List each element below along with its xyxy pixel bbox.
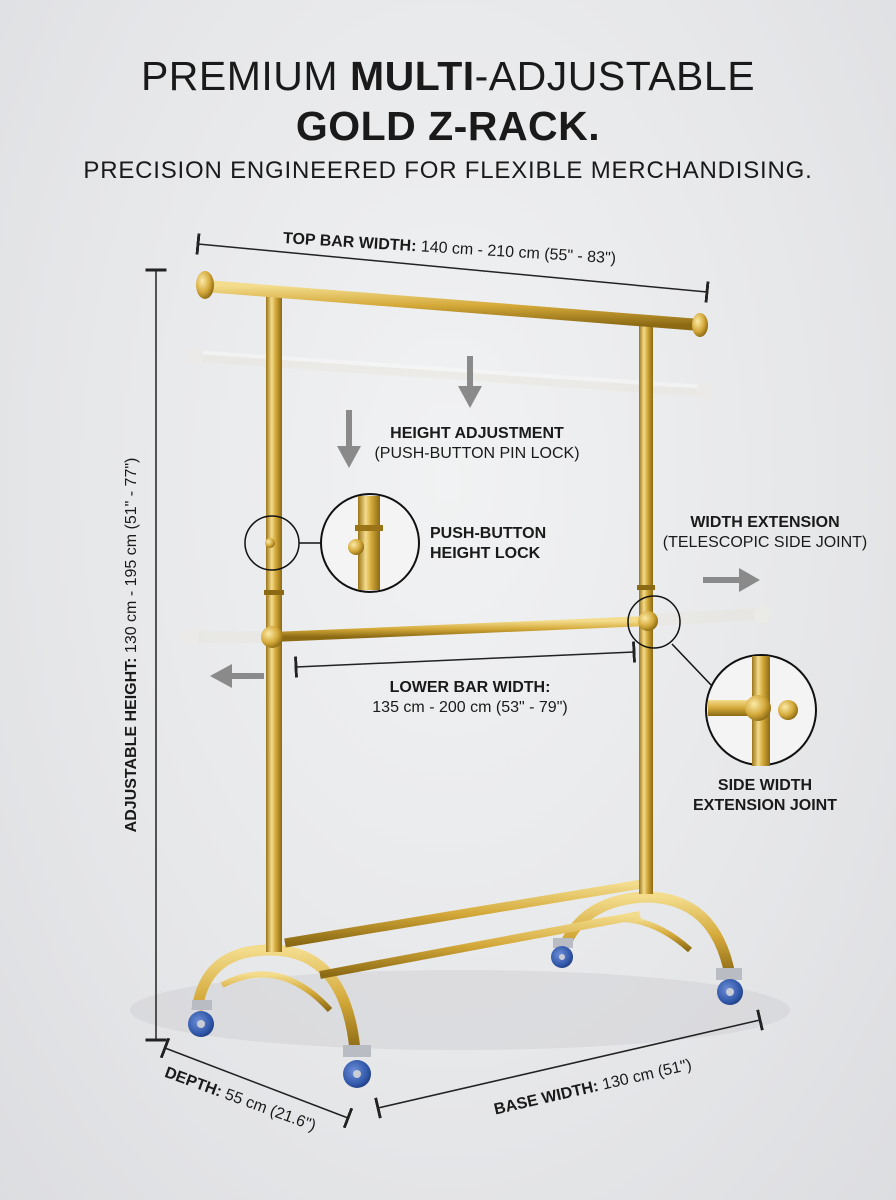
title-suffix: -ADJUSTABLE	[474, 53, 756, 99]
push-button-label: PUSH-BUTTON HEIGHT LOCK	[430, 524, 546, 564]
ghost-top-bar	[186, 347, 714, 400]
width-extension-sub: (TELESCOPIC SIDE JOINT)	[662, 534, 868, 551]
height-adjustment-title: HEIGHT ADJUSTMENT	[390, 425, 564, 442]
ghost-lower-bar-right	[644, 605, 772, 626]
height-adjustment-label: HEIGHT ADJUSTMENT (PUSH-BUTTON PIN LOCK)	[365, 424, 589, 464]
title-bold-word: MULTI	[349, 53, 475, 99]
lower-bar-width-label: LOWER BAR WIDTH: 135 cm - 200 cm (53" - …	[360, 678, 580, 718]
arrow-left-icon	[210, 664, 264, 688]
subtitle: PRECISION ENGINEERED FOR FLEXIBLE MERCHA…	[83, 157, 813, 184]
rack-uprights	[264, 292, 655, 952]
title-line-2: GOLD Z-RACK.	[295, 103, 601, 149]
push-button-callout	[244, 493, 420, 593]
adjustable-height-value: 130 cm - 195 cm (51" - 77")	[123, 457, 140, 658]
title-prefix: PREMIUM	[140, 53, 350, 99]
width-extension-title: WIDTH EXTENSION	[690, 514, 840, 531]
arrow-down-icon	[337, 410, 361, 468]
title-line-1: PREMIUM MULTI-ADJUSTABLE	[0, 52, 896, 100]
side-joint-line2: EXTENSION JOINT	[692, 797, 838, 814]
adjustable-height-name: ADJUSTABLE HEIGHT:	[123, 657, 140, 833]
rack-lower-bar	[261, 538, 658, 648]
width-extension-label: WIDTH EXTENSION (TELESCOPIC SIDE JOINT)	[660, 513, 870, 553]
rack-base	[191, 879, 736, 1051]
lower-bar-width-value: 135 cm - 200 cm (53" - 79")	[372, 699, 568, 716]
ghost-lower-bar-left	[181, 628, 276, 646]
side-joint-callout	[627, 595, 817, 766]
arrow-down-icon	[458, 356, 482, 408]
dimension-lines	[145, 233, 764, 1129]
height-adjustment-sub: (PUSH-BUTTON PIN LOCK)	[374, 445, 580, 462]
side-joint-label: SIDE WIDTH EXTENSION JOINT	[680, 776, 850, 816]
push-button-line2: HEIGHT LOCK	[430, 545, 541, 562]
push-button-line1: PUSH-BUTTON	[430, 525, 547, 542]
lower-bar-width-name: LOWER BAR WIDTH:	[389, 679, 551, 696]
arrow-right-icon	[703, 568, 760, 592]
adjustable-height-label: ADJUSTABLE HEIGHT: 130 cm - 195 cm (51" …	[123, 458, 141, 833]
side-joint-line1: SIDE WIDTH	[717, 777, 813, 794]
